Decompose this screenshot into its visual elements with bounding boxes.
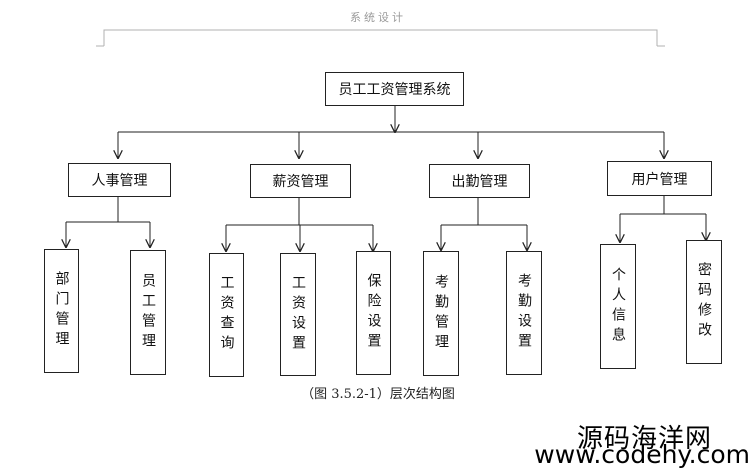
header-bracket <box>103 29 658 46</box>
diagram-caption: （图 3.5.2-1）层次结构图 <box>301 387 455 402</box>
header-text: 系统设计 <box>350 11 406 24</box>
module-user: 用户管理 <box>607 161 712 196</box>
leaf-password-change: 密码修改 <box>686 240 722 364</box>
leaf-attendance-settings: 考勤设置 <box>506 251 542 375</box>
module-salary: 薪资管理 <box>250 164 351 198</box>
leaf-department-management: 部门管理 <box>44 249 79 373</box>
root-node: 员工工资管理系统 <box>325 72 464 106</box>
watermark-title: 源码海洋网 <box>576 424 712 454</box>
leaf-salary-query: 工资查询 <box>209 253 244 377</box>
leaf-insurance-settings: 保险设置 <box>356 251 391 375</box>
leaf-personal-info: 个人信息 <box>600 244 636 369</box>
leaf-salary-settings: 工资设置 <box>280 253 316 376</box>
watermark-url: www.codehy.com <box>534 440 750 469</box>
leaf-attendance-management: 考勤管理 <box>423 251 459 376</box>
module-attendance: 出勤管理 <box>429 164 530 198</box>
module-personnel: 人事管理 <box>68 163 171 197</box>
leaf-employee-management: 员工管理 <box>130 250 166 375</box>
